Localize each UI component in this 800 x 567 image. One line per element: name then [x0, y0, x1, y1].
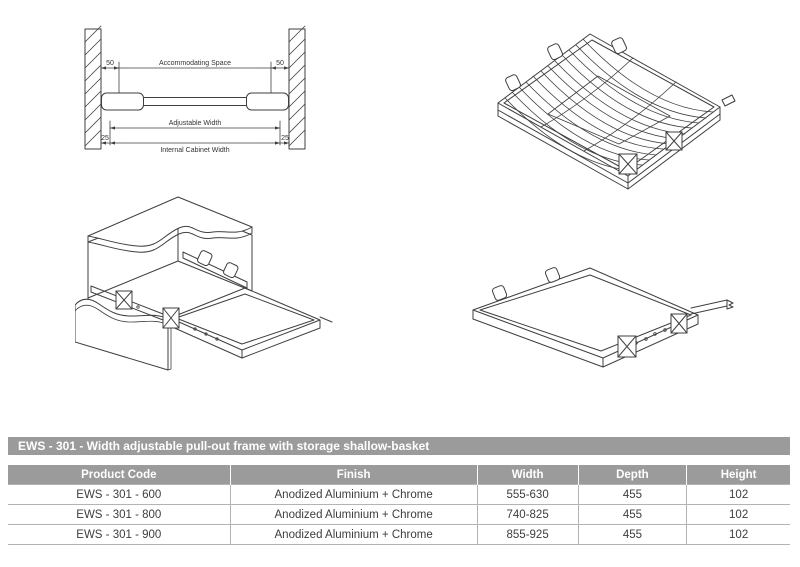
left-adjust-rail: [90, 285, 164, 321]
basket-mounting-tabs: [505, 37, 627, 92]
frame-corner-brackets: [617, 313, 688, 358]
cell-height: 102: [686, 484, 790, 505]
dim-label-accommodating-space: Accommodating Space: [159, 60, 231, 67]
cell-width: 555-630: [476, 484, 579, 505]
col-header-depth: Depth: [577, 465, 687, 485]
dim-value-right-50: 50: [276, 60, 284, 67]
basket-wires: [504, 38, 714, 172]
dim-value-left-25: 25: [101, 135, 109, 142]
cabinet-top-board: [87, 196, 253, 253]
frame-mounting-tabs: [491, 267, 561, 301]
cell-width: 740-825: [476, 504, 579, 525]
col-header-width: Width: [476, 465, 579, 485]
cell-product-code: EWS - 301 - 800: [8, 504, 231, 525]
cell-depth: 455: [577, 504, 687, 525]
table-row: EWS - 301 - 600 Anodized Aluminium + Chr…: [8, 484, 790, 505]
basket-figure: [478, 14, 778, 204]
cabinet-bottom-apron: [75, 298, 172, 371]
cell-finish: Anodized Aluminium + Chrome: [229, 504, 478, 525]
product-title: EWS - 301 - Width adjustable pull-out fr…: [18, 439, 430, 453]
frame-rails: [472, 267, 699, 368]
col-header-finish: Finish: [229, 465, 478, 485]
cell-width: 855-925: [476, 524, 579, 545]
cell-finish: Anodized Aluminium + Chrome: [229, 484, 478, 505]
dimension-diagram: 50 50 Accommodating Space Adjustable Wid…: [70, 24, 320, 154]
table-row: EWS - 301 - 900 Anodized Aluminium + Chr…: [8, 524, 790, 545]
back-mounting-rail: [182, 250, 248, 289]
dim-label-internal-cabinet-width: Internal Cabinet Width: [160, 147, 229, 154]
dim-label-adjustable-width: Adjustable Width: [169, 120, 222, 127]
cell-height: 102: [686, 524, 790, 545]
section-title-bar: EWS - 301 - Width adjustable pull-out fr…: [8, 437, 790, 455]
table-header-row: Product Code Finish Width Depth Height: [8, 465, 790, 485]
cell-depth: 455: [577, 484, 687, 505]
dimension-lines: [100, 61, 290, 146]
dim-value-right-25: 25: [281, 135, 289, 142]
cabinet-wall-left: [84, 25, 102, 150]
col-header-product-code: Product Code: [8, 465, 231, 485]
cabinet-figure: [75, 192, 335, 387]
cell-finish: Anodized Aluminium + Chrome: [229, 524, 478, 545]
cell-depth: 455: [577, 524, 687, 545]
basket-frame-under: [497, 102, 721, 190]
cell-product-code: EWS - 301 - 900: [8, 524, 231, 545]
telescopic-rail-drawing: [101, 92, 289, 111]
basket-rim: [497, 33, 721, 177]
cell-product-code: EWS - 301 - 600: [8, 484, 231, 505]
col-header-height: Height: [686, 465, 790, 485]
basket-corner-brackets: [618, 94, 736, 175]
cell-height: 102: [686, 504, 790, 525]
table-row: EWS - 301 - 800 Anodized Aluminium + Chr…: [8, 504, 790, 525]
frame-figure: [455, 258, 735, 373]
dimension-labels: 50 50 Accommodating Space Adjustable Wid…: [101, 60, 289, 154]
dim-value-left-50: 50: [106, 60, 114, 67]
cabinet-wall-right: [288, 25, 306, 150]
spec-table: Product Code Finish Width Depth Height E…: [8, 465, 790, 545]
pullout-frame-drawing: [162, 287, 333, 359]
